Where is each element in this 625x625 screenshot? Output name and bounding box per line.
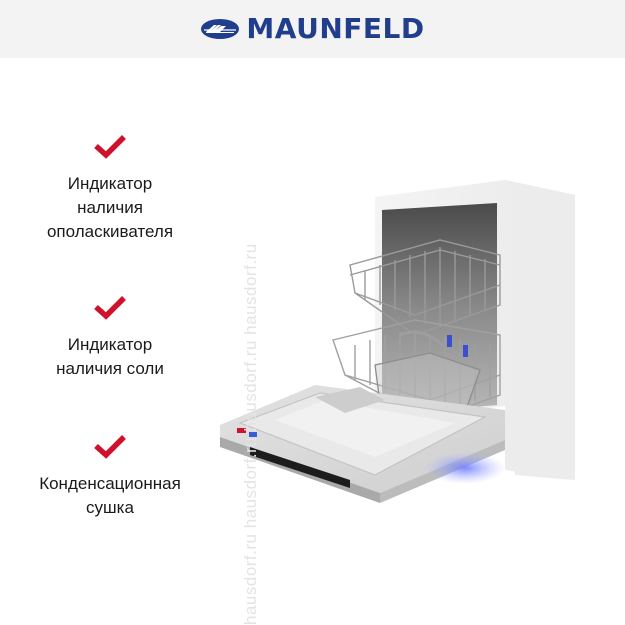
checkmark-icon [94,135,126,159]
brand-header: MAUNFELD [0,0,625,58]
checkmark-icon [94,296,126,320]
feature-condensation-drying: Конденсационная сушка [0,434,220,520]
maunfeld-logo: MAUNFELD [200,15,424,43]
maunfeld-logo-icon [201,19,240,39]
feature-label: Индикатор наличия ополаскивателя [46,174,174,241]
feature-label: Конденсационная сушка [39,474,181,517]
checkmark-icon [94,435,126,459]
feature-rinse-aid-indicator: Индикатор наличия ополаскивателя [0,134,220,244]
brand-name: MAUNFELD [246,12,425,45]
watermark: hausdorf.ru hausdorf.ru hausdorf.ru haus… [241,243,261,625]
dishwasher-image [220,180,575,503]
feature-salt-indicator: Индикатор наличия соли [0,295,220,381]
feature-label: Индикатор наличия соли [56,335,164,378]
